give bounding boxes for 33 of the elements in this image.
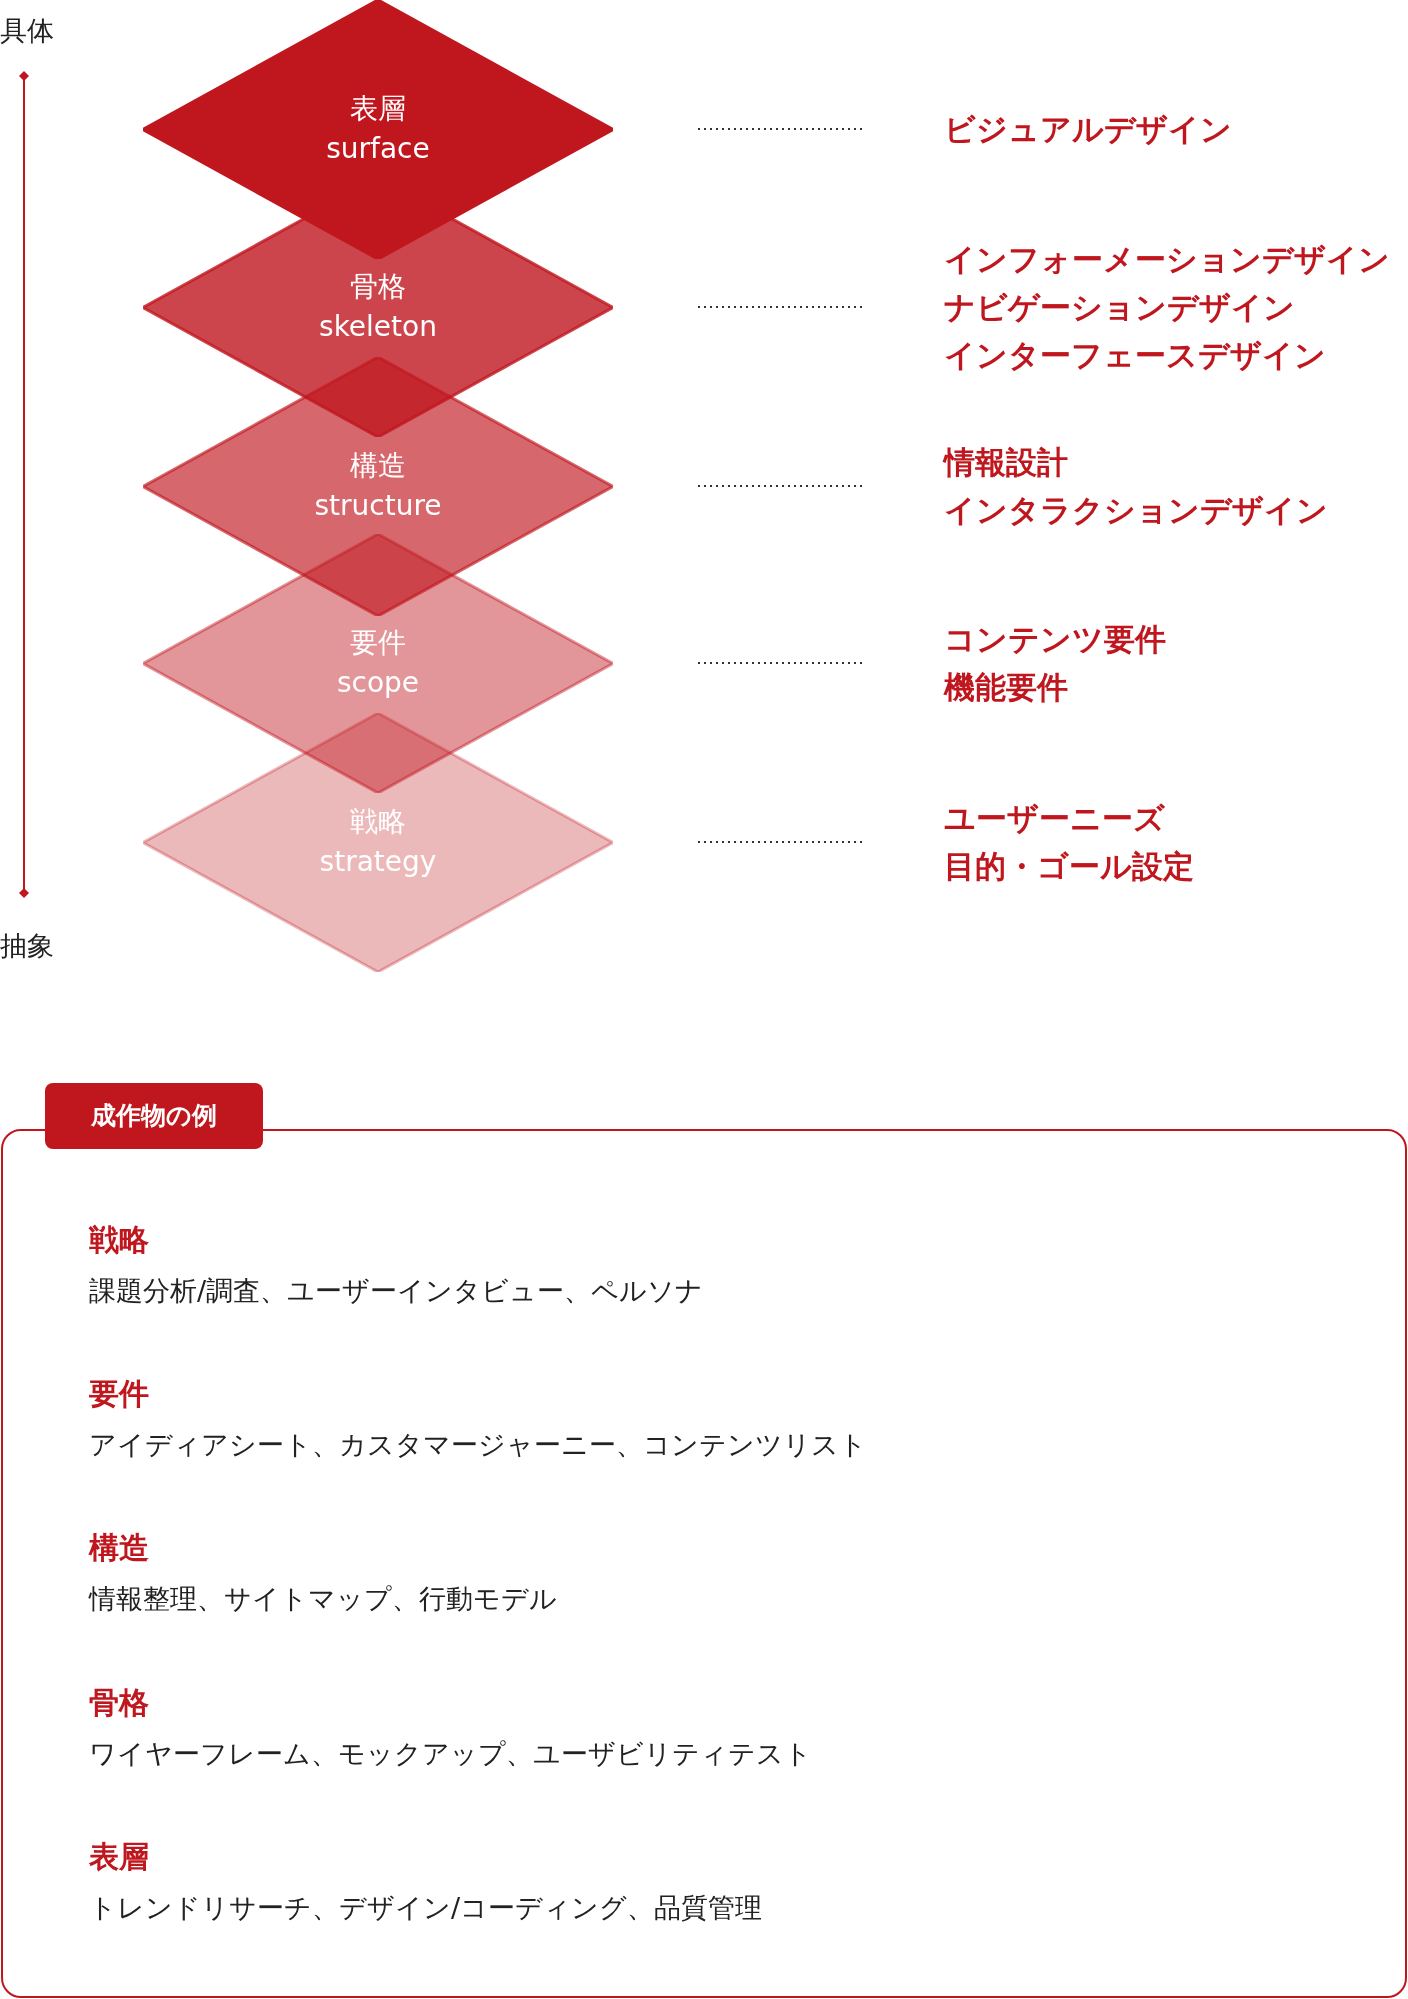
layer-label: strategy — [318, 844, 438, 880]
section-heading: 表層 — [89, 1838, 149, 1876]
design-term: インフォーメーションデザイン — [944, 240, 1390, 279]
design-term: ビジュアルデザイン — [944, 110, 1232, 149]
axis-label: 抽象 — [0, 929, 54, 963]
section-heading: 戦略 — [89, 1221, 149, 1259]
layer-label: 戦略 — [349, 804, 407, 840]
section-body: 情報整理、サイトマップ、行動モデル — [89, 1582, 557, 1616]
layer-label: 要件 — [349, 625, 407, 661]
section-body: トレンドリサーチ、デザイン/コーディング、品質管理 — [89, 1891, 763, 1925]
design-term: インターフェースデザイン — [944, 336, 1327, 375]
design-term: ナビゲーションデザイン — [944, 288, 1296, 327]
design-term: 機能要件 — [944, 668, 1069, 707]
design-term: 目的・ゴール設定 — [944, 847, 1194, 886]
section-body: ワイヤーフレーム、モックアップ、ユーザビリティテスト — [89, 1737, 812, 1771]
layer-label: 骨格 — [349, 269, 407, 305]
layer-label: skeleton — [318, 309, 438, 345]
design-term: コンテンツ要件 — [944, 620, 1166, 659]
design-term: ユーザーニーズ — [944, 799, 1166, 838]
layer-label: surface — [325, 131, 431, 167]
section-heading: 要件 — [89, 1375, 149, 1413]
axis-label: 具体 — [0, 14, 54, 48]
design-term: インタラクションデザイン — [944, 491, 1328, 530]
section-body: 課題分析/調査、ユーザーインタビュー、ペルソナ — [89, 1274, 704, 1308]
design-term: 情報設計 — [944, 443, 1069, 482]
section-body: アイディアシート、カスタマージャーニー、コンテンツリスト — [89, 1428, 867, 1462]
section-heading: 骨格 — [89, 1684, 149, 1722]
layer-label: scope — [335, 665, 421, 701]
layer-label: 表層 — [349, 91, 407, 127]
panel-tab: 成作物の例 — [45, 1083, 263, 1149]
layer-label: 構造 — [349, 448, 407, 484]
section-heading: 構造 — [89, 1529, 149, 1567]
layer-label: structure — [313, 488, 443, 524]
